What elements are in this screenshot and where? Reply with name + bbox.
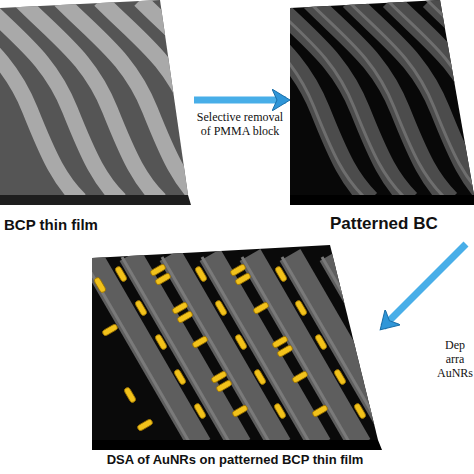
panel-box: Patterned BC [290,0,474,240]
panel-caption: Patterned BC [330,214,438,234]
panel-box: BCP thin film [0,0,190,240]
arrow-label: Selective removal of PMMA block [195,110,285,138]
patterned-film-slab [224,0,474,205]
aunr-film-slab [82,245,440,450]
bcp-film-slab [0,0,320,205]
arrow-label: Dep arra AuNRs [436,338,474,380]
process-arrow [383,244,466,327]
gold-nanorods [93,263,366,431]
panel-box: DSA of AuNRs on patterned BCP thin film [85,245,385,474]
process-arrow [194,97,286,104]
panel-caption: DSA of AuNRs on patterned BCP thin film [85,452,385,467]
panel-caption: BCP thin film [4,216,98,233]
